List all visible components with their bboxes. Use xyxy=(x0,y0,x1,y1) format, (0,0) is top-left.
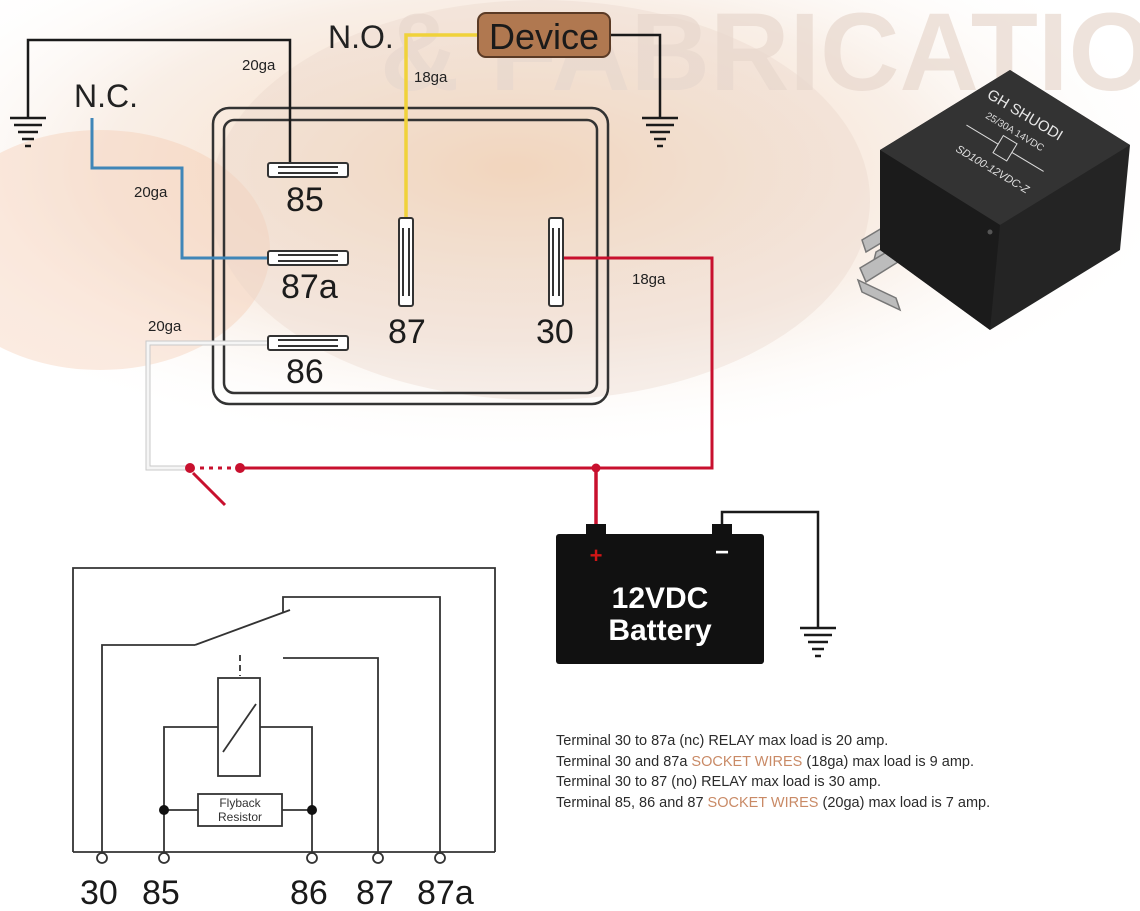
battery: + − 12VDC Battery xyxy=(556,524,764,664)
battery-name-label: Battery xyxy=(608,614,712,647)
wire-battery-ground xyxy=(720,510,820,628)
wire-87a-nc xyxy=(90,118,268,260)
pin-87a-slot xyxy=(267,250,349,266)
schematic-terminals xyxy=(96,852,446,864)
battery-plus-icon: + xyxy=(590,543,603,568)
pin-label-87: 87 xyxy=(388,313,426,351)
note-text: Terminal 30 to 87a (nc) RELAY max load i… xyxy=(556,733,889,749)
gauge-label-30: 18ga xyxy=(632,271,666,288)
note-line: Terminal 30 and 87a SOCKET WIRES (18ga) … xyxy=(556,752,1140,773)
junction-dot xyxy=(307,805,317,815)
junction-dot xyxy=(591,463,601,473)
terminal-label-85: 85 xyxy=(142,874,180,911)
relay-schematic xyxy=(72,567,496,853)
pin-87-slot xyxy=(398,217,414,307)
gauge-label-86: 20ga xyxy=(148,318,182,335)
gauge-label-87a: 20ga xyxy=(134,184,168,201)
pin-label-85: 85 xyxy=(286,181,324,219)
wire-30-battery xyxy=(240,256,714,470)
wire-85-ground xyxy=(26,38,292,168)
battery-voltage-label: 12VDC xyxy=(612,582,709,615)
pin-label-87a: 87a xyxy=(281,268,338,306)
junction-dot xyxy=(159,805,169,815)
note-highlight: SOCKET WIRES xyxy=(691,753,803,770)
ground-icon xyxy=(642,116,678,148)
flyback-label: Flyback xyxy=(219,796,261,810)
note-text: (18ga) max load is 9 amp. xyxy=(802,753,975,770)
terminal-label-86: 86 xyxy=(290,874,328,911)
device-label: Device xyxy=(489,16,599,57)
wire-86-switch xyxy=(145,340,268,471)
resistor-label: Resistor xyxy=(218,810,262,824)
device-box: Device xyxy=(477,12,611,58)
nc-label: N.C. xyxy=(74,78,138,114)
note-line: Terminal 30 to 87 (no) RELAY max load is… xyxy=(556,772,1140,793)
pin-label-86: 86 xyxy=(286,353,324,391)
terminal-label-87a: 87a xyxy=(417,874,474,911)
note-line: Terminal 30 to 87a (nc) RELAY max load i… xyxy=(556,731,1140,752)
ground-icon xyxy=(800,626,836,658)
terminal-label-87: 87 xyxy=(356,874,394,911)
terminal-label-30: 30 xyxy=(80,874,118,911)
note-text: Terminal 85, 86 and 87 xyxy=(556,794,708,811)
battery-minus-icon: − xyxy=(715,539,729,566)
toggle-switch xyxy=(185,463,245,507)
pin-85-slot xyxy=(267,162,349,178)
note-highlight: SOCKET WIRES xyxy=(707,794,819,811)
pin-30-slot xyxy=(548,217,564,307)
ground-icon xyxy=(10,112,46,148)
note-text: Terminal 30 and 87a xyxy=(556,753,692,770)
relay-photo: GH SHUODI 25/30A 14VDC SD100-12VDC-Z xyxy=(856,70,1130,330)
pin-86-slot xyxy=(267,335,349,351)
pin-label-30: 30 xyxy=(536,313,574,351)
wire-device-ground xyxy=(610,33,662,118)
gauge-label-85: 20ga xyxy=(242,57,276,74)
note-text: (20ga) max load is 7 amp. xyxy=(818,794,991,811)
gauge-label-87: 18ga xyxy=(414,69,448,86)
note-line: Terminal 85, 86 and 87 SOCKET WIRES (20g… xyxy=(556,793,1140,814)
wire-87-device xyxy=(404,33,478,218)
no-label: N.O. xyxy=(328,19,394,55)
note-text: Terminal 30 to 87 (no) RELAY max load is… xyxy=(556,774,882,790)
load-notes: Terminal 30 to 87a (nc) RELAY max load i… xyxy=(556,731,1140,813)
